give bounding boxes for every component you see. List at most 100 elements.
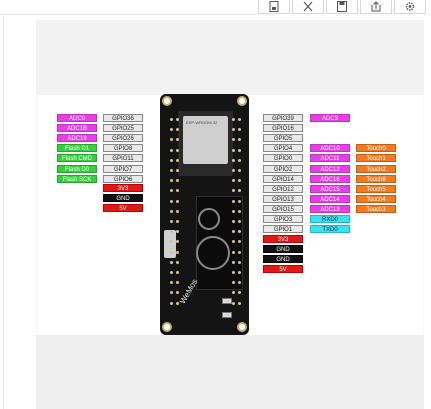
- header-pin: [176, 199, 179, 203]
- header-pin: [232, 220, 235, 223]
- left-gpio-label: GPIO25: [103, 124, 143, 133]
- header-pin: [232, 179, 235, 183]
- left-function-label: ADC1B: [57, 124, 97, 133]
- header-pin: [232, 240, 235, 244]
- share-button[interactable]: [360, 0, 392, 14]
- header-pin: [170, 230, 173, 234]
- header-pin: [232, 250, 235, 254]
- header-pin: [232, 199, 235, 203]
- expand-button[interactable]: [292, 0, 324, 14]
- right-gpio-label: GPIO39: [263, 114, 303, 122]
- toolbar-divider: [0, 0, 258, 15]
- header-pin: [176, 189, 179, 193]
- header-pin: [232, 291, 235, 295]
- header-pin: [238, 138, 241, 142]
- save-doc-icon: [269, 1, 279, 12]
- touch-label: Touch4: [356, 194, 396, 203]
- image-toolbar: [0, 0, 431, 16]
- touch-label: Touch3: [356, 204, 396, 213]
- left-gpio-label: GPIO7: [103, 164, 143, 173]
- right-gpio-label: GPIO0: [263, 154, 303, 163]
- header-pin: [170, 291, 173, 295]
- header-pin: [238, 281, 241, 285]
- touch-label: Touch5: [356, 184, 396, 193]
- left-function-label: ADC0: [57, 114, 97, 122]
- right-adc-label: ADC15: [310, 184, 350, 193]
- header-pin: [238, 169, 241, 172]
- header-pin: [176, 260, 179, 264]
- boot-button: [222, 312, 232, 318]
- header-pin: [170, 301, 173, 305]
- header-pin: [232, 158, 235, 162]
- header-pin: [170, 179, 173, 183]
- header-pin: [238, 271, 241, 274]
- header-pin: [176, 220, 179, 223]
- share-icon: [371, 1, 381, 12]
- right-gpio-label: GPIO12: [263, 184, 303, 193]
- header-pin: [238, 301, 241, 305]
- left-function-label: Flash D0: [57, 164, 97, 173]
- header-pin: [238, 209, 241, 213]
- left-power-label: 5V: [103, 204, 143, 213]
- right-adc-label: ADC12: [310, 164, 350, 173]
- header-pin: [176, 209, 179, 213]
- header-pin: [232, 271, 235, 274]
- header-pin: [176, 138, 179, 142]
- header-pin: [232, 260, 235, 264]
- header-pin: [238, 128, 241, 132]
- uart-label: RXD0: [310, 215, 350, 223]
- right-power-label: GND: [263, 245, 303, 254]
- header-pin: [232, 169, 235, 172]
- right-gpio-label: GPIO1: [263, 225, 303, 234]
- module-shield: [183, 116, 228, 164]
- gear-icon: [405, 2, 415, 11]
- header-pin: [170, 148, 173, 152]
- header-pin: [176, 271, 179, 274]
- header-pin: [170, 138, 173, 142]
- left-gpio-label: GPIO8: [103, 144, 143, 153]
- header-pin: [238, 148, 241, 152]
- header-pin: [238, 158, 241, 162]
- header-pin: [176, 169, 179, 172]
- save-doc-button[interactable]: [258, 0, 290, 14]
- left-gpio-label: GPIO11: [103, 154, 143, 163]
- header-pin: [176, 128, 179, 132]
- header-pin: [176, 291, 179, 295]
- header-pin: [170, 199, 173, 203]
- left-function-label: ADC19: [57, 134, 97, 143]
- header-pin: [170, 281, 173, 285]
- right-adc-label: ADC13: [310, 204, 350, 213]
- header-pin: [170, 240, 173, 244]
- header-pin: [176, 240, 179, 244]
- header-pin: [176, 301, 179, 305]
- header-pin: [176, 281, 179, 285]
- right-gpio-label: GPIO4: [263, 144, 303, 153]
- mount-hole: [237, 322, 247, 332]
- reset-button: [222, 298, 232, 304]
- usb-connector: [164, 230, 176, 258]
- header-pin: [238, 260, 241, 264]
- right-adc-label: ADC14: [310, 194, 350, 203]
- header-pin: [170, 260, 173, 264]
- uart-label: TXD0: [310, 225, 350, 234]
- header-pin: [232, 138, 235, 142]
- header-pin: [176, 250, 179, 254]
- header-pin: [170, 220, 173, 223]
- settings-button[interactable]: [394, 0, 426, 14]
- floppy-button[interactable]: [326, 0, 358, 14]
- right-power-label: 3V3: [263, 235, 303, 243]
- header-pin: [170, 128, 173, 132]
- header-pin: [170, 271, 173, 274]
- header-pin: [238, 179, 241, 183]
- header-pin: [170, 250, 173, 254]
- right-gpio-label: GPIO13: [263, 194, 303, 203]
- header-pin: [176, 230, 179, 234]
- header-pin: [238, 189, 241, 193]
- right-adc-label: ADC3: [310, 114, 350, 122]
- right-adc-label: ADC10: [310, 144, 350, 153]
- right-gpio-label: GPIO3: [263, 215, 303, 223]
- left-function-label: Flash CMD: [57, 154, 97, 163]
- touch-pad-small: [198, 208, 220, 230]
- right-adc-label: ADC16: [310, 174, 350, 183]
- header-pin: [232, 128, 235, 132]
